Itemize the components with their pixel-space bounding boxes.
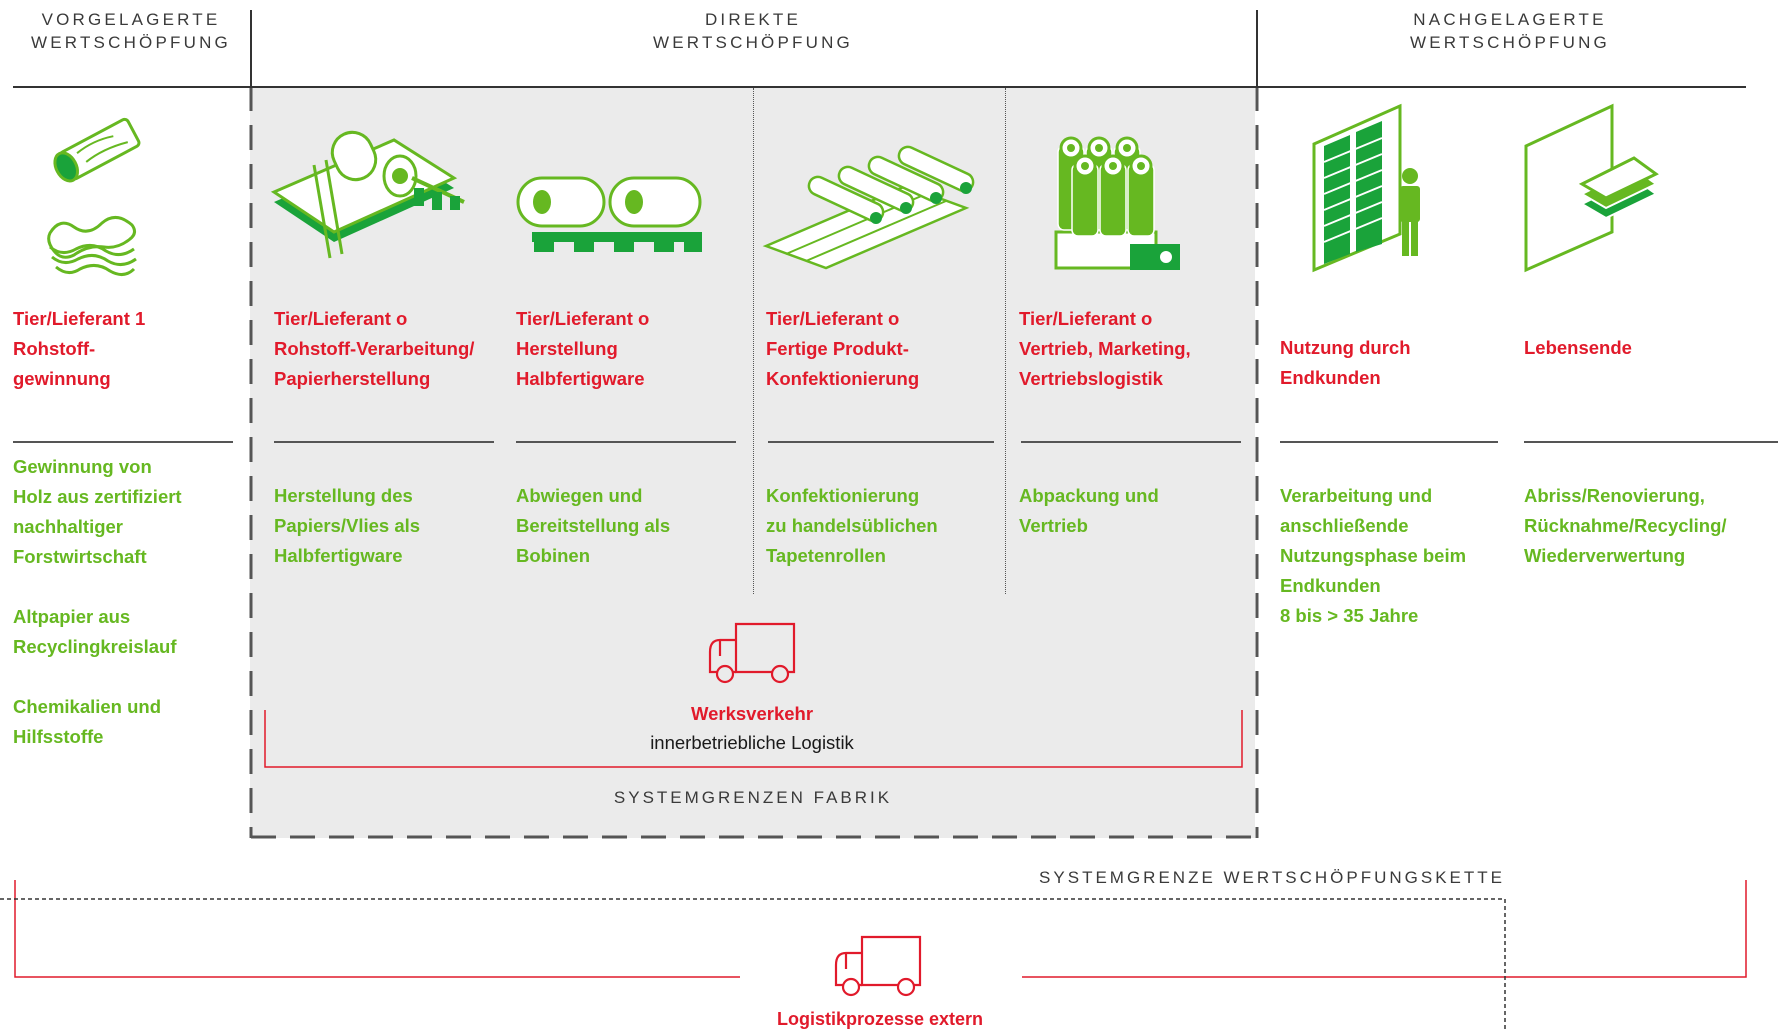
external-logistics-title: Logistikprozesse extern xyxy=(776,1009,984,1029)
column-7-title: Lebensende xyxy=(1524,337,1632,358)
internal-logistics-subtitle: innerbetriebliche Logistik xyxy=(650,732,854,753)
column-5-description: Abpackung und Vertrieb xyxy=(1019,485,1159,536)
truck-icon-external xyxy=(834,935,922,997)
wall-layers-icon xyxy=(1524,103,1659,273)
column-3-divider xyxy=(516,441,736,443)
column-5-divider xyxy=(1021,441,1241,443)
wall-person-icon xyxy=(1312,103,1420,273)
packaged-rolls-icon xyxy=(1054,136,1180,270)
header-vline-left xyxy=(250,10,252,88)
column-5-title: Tier/Lieferant o Vertrieb, Marketing, Ve… xyxy=(1019,308,1191,389)
column-3-description: Abwiegen und Bereitstellung als Bobinen xyxy=(516,485,671,566)
column-7-description: Abriss/Renovierung, Rücknahme/Recycling/… xyxy=(1524,485,1727,566)
column-4-description: Konfektionierung zu handelsüblichen Tape… xyxy=(766,485,938,566)
dotted-divider-2 xyxy=(1005,88,1006,594)
column-6-divider xyxy=(1280,441,1498,443)
column-7-divider xyxy=(1524,441,1778,443)
internal-logistics-title: Werksverkehr xyxy=(690,703,814,724)
column-6-title: Nutzung durch Endkunden xyxy=(1280,337,1411,388)
column-3-title: Tier/Lieferant o Herstellung Halbfertigw… xyxy=(516,308,650,389)
column-2-title: Tier/Lieferant o Rohstoff-Verarbeitung/ … xyxy=(274,308,475,389)
column-4-divider xyxy=(768,441,994,443)
column-1-divider xyxy=(13,441,233,443)
header-downstream: NACHGELAGERTE WERTSCHÖPFUNG xyxy=(1410,10,1610,52)
log-and-paper-icon xyxy=(47,117,141,276)
header-direct: DIREKTE WERTSCHÖPFUNG xyxy=(653,10,853,52)
header-upstream: VORGELAGERTE WERTSCHÖPFUNG xyxy=(31,10,231,52)
value-chain-boundary-label: SYSTEMGRENZE WERTSCHÖPFUNGSKETTE xyxy=(1039,868,1505,887)
column-6-description: Verarbeitung und anschließende Nutzungsp… xyxy=(1280,485,1467,626)
column-2-description: Herstellung des Papiers/Vlies als Halbfe… xyxy=(274,485,421,566)
truck-icon xyxy=(708,622,796,684)
column-2-divider xyxy=(274,441,494,443)
wallpaper-rolls-icon xyxy=(762,145,975,270)
column-1-description: Gewinnung von Holz aus zertifiziert nach… xyxy=(13,456,182,747)
paper-machine-icon xyxy=(270,130,465,259)
bobbins-icon xyxy=(516,176,702,252)
header-divider xyxy=(13,86,1746,88)
column-4-title: Tier/Lieferant o Fertige Produkt- Konfek… xyxy=(766,308,920,389)
dotted-divider-1 xyxy=(753,88,754,594)
column-1-title: Tier/Lieferant 1 Rohstoff- gewinnung xyxy=(13,308,146,389)
factory-boundary-label: SYSTEMGRENZEN FABRIK xyxy=(613,788,893,807)
header-vline-right xyxy=(1256,10,1258,88)
